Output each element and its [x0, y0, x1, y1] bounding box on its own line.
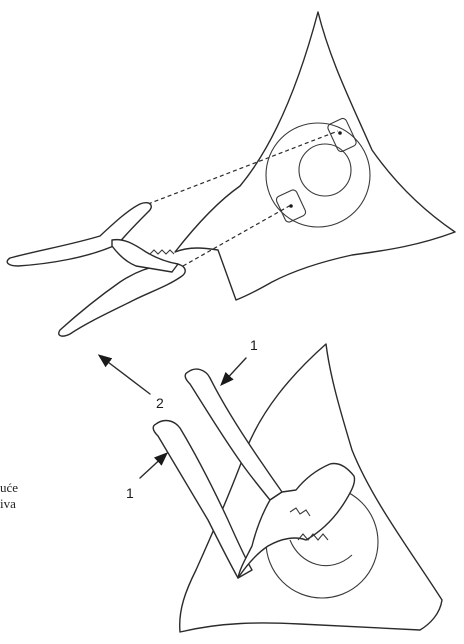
- arrow-1-top: [222, 358, 246, 384]
- callout-2: 2: [156, 395, 164, 411]
- top-slot-upper-dot: [338, 131, 342, 135]
- arrow-2: [100, 356, 150, 394]
- callout-1-bottom: 1: [126, 485, 134, 501]
- top-blade: [175, 12, 455, 300]
- side-text-line-1: uće: [0, 480, 18, 496]
- top-tool-jaw-teeth: [150, 250, 174, 254]
- callout-1-top: 1: [250, 337, 258, 353]
- arrow-1-bottom: [140, 454, 166, 478]
- top-tool-lower-handle: [59, 264, 185, 336]
- top-tool-body: [112, 240, 178, 272]
- side-text-line-2: iva: [0, 496, 16, 512]
